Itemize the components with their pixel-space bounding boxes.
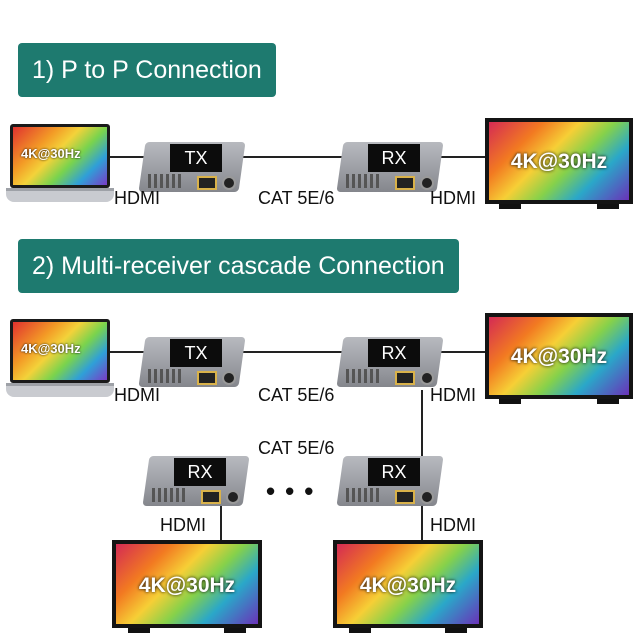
display-tv: 4K@30Hz (333, 540, 483, 636)
source-laptop: 4K@30Hz (6, 319, 114, 401)
resolution-label: 4K@30Hz (21, 341, 81, 356)
resolution-label: 4K@30Hz (359, 574, 457, 597)
receiver-device: RX (336, 329, 444, 395)
hdmi-label: HDMI (430, 188, 476, 208)
tx-label: TX (170, 339, 222, 367)
receiver-device: RX (336, 134, 444, 200)
display-tv: 4K@30Hz (485, 118, 633, 210)
hdmi-label: HDMI (114, 385, 160, 405)
rx-label: RX (368, 144, 420, 172)
section1-title-banner: 1) P to P Connection (18, 43, 276, 97)
transmitter-device: TX (138, 134, 246, 200)
cat-cable (421, 390, 423, 470)
cat-cable-label: CAT 5E/6 (258, 385, 335, 405)
hdmi-label: HDMI (430, 515, 476, 535)
tx-label: TX (170, 144, 222, 172)
display-tv: 4K@30Hz (485, 313, 633, 405)
hdmi-label: HDMI (114, 188, 160, 208)
display-tv: 4K@30Hz (112, 540, 262, 636)
resolution-label: 4K@30Hz (21, 146, 81, 161)
rx-label: RX (174, 458, 226, 486)
hdmi-cable (110, 156, 148, 158)
more-receivers-ellipsis: ••• (266, 476, 324, 506)
resolution-label: 4K@30Hz (138, 574, 236, 597)
section2-title-banner: 2) Multi-receiver cascade Connection (18, 239, 459, 293)
resolution-label: 4K@30Hz (510, 150, 608, 173)
cat-cable-label: CAT 5E/6 (258, 438, 335, 458)
cat-cable (242, 351, 342, 353)
resolution-label: 4K@30Hz (510, 345, 608, 368)
cat-cable-label: CAT 5E/6 (258, 188, 335, 208)
rx-label: RX (368, 458, 420, 486)
rx-label: RX (368, 339, 420, 367)
hdmi-cable (220, 500, 222, 542)
hdmi-cable (440, 351, 486, 353)
transmitter-device: TX (138, 329, 246, 395)
cat-cable (242, 156, 342, 158)
hdmi-cable (110, 351, 148, 353)
source-laptop: 4K@30Hz (6, 124, 114, 206)
receiver-device: RX (336, 448, 444, 514)
hdmi-cable (421, 500, 423, 542)
section2-title: 2) Multi-receiver cascade Connection (32, 252, 445, 280)
section1-title: 1) P to P Connection (32, 56, 262, 84)
hdmi-cable (440, 156, 486, 158)
hdmi-label: HDMI (160, 515, 206, 535)
receiver-device: RX (142, 448, 250, 514)
hdmi-label: HDMI (430, 385, 476, 405)
